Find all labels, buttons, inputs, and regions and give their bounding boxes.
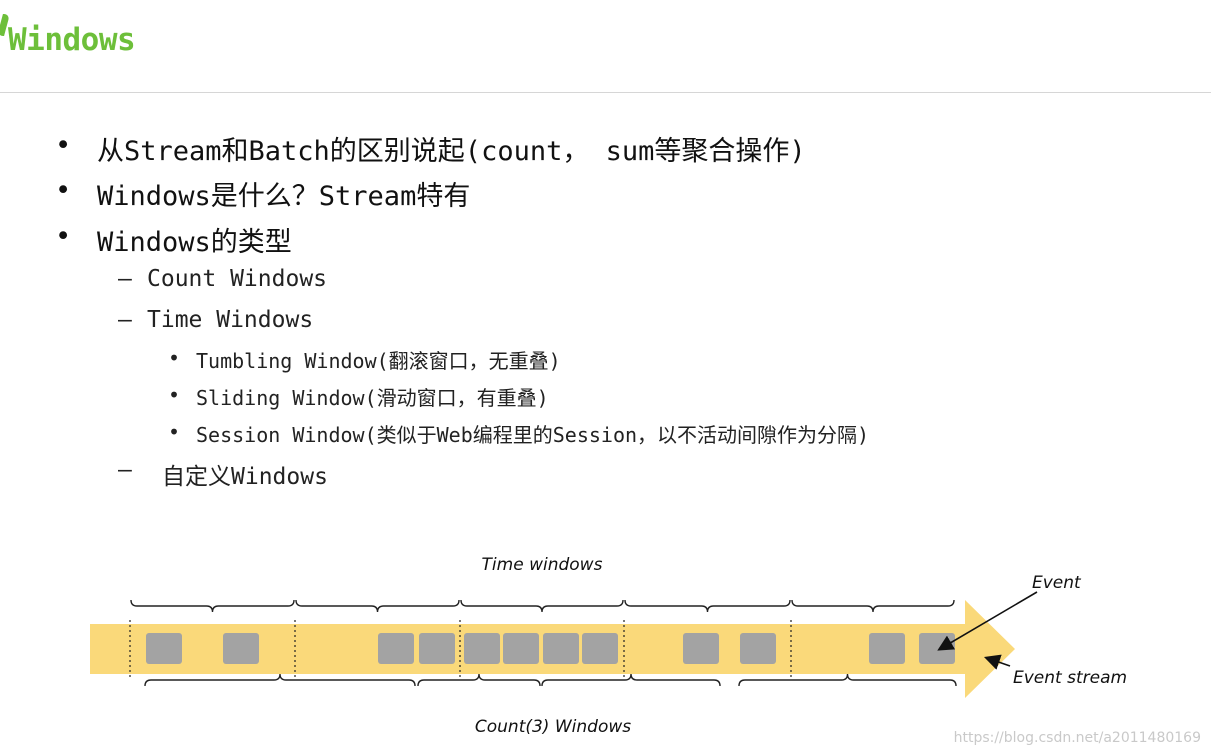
event-block: [740, 633, 776, 664]
bullet-marker: •: [55, 175, 72, 206]
time-window-braces: [130, 599, 955, 613]
item-tumbling-window: Tumbling Window(翻滚窗口，无重叠): [196, 349, 561, 373]
count-windows-label: Count(3) Windows: [475, 717, 631, 737]
count-window-brace: [541, 673, 721, 687]
item-time-windows: Time Windows: [147, 307, 314, 333]
event-block: [503, 633, 539, 664]
event-block: [582, 633, 618, 664]
count-window-brace: [144, 673, 416, 687]
event-block: [869, 633, 905, 664]
event-block: [919, 633, 955, 664]
event-pointer-arrow: [937, 591, 1038, 651]
time-window-brace: [460, 599, 624, 613]
item-sliding-window: Sliding Window(滑动窗口，有重叠): [196, 386, 549, 410]
event-block: [146, 633, 182, 664]
time-windows-label: Time windows: [482, 555, 603, 575]
count-window-brace: [738, 673, 957, 687]
sub-sub-bullet-marker: •: [168, 346, 181, 370]
bullet-window-types: Windows的类型: [97, 227, 292, 258]
title-divider: [0, 92, 1211, 93]
event-label: Event: [1032, 573, 1082, 593]
time-window-brace: [624, 599, 791, 613]
event-block: [223, 633, 259, 664]
item-session-window: Session Window(类似于Web编程里的Session，以不活动间隙作…: [196, 423, 870, 447]
event-block: [543, 633, 579, 664]
time-window-brace: [130, 599, 295, 613]
sub-bullet-marker: –: [118, 457, 132, 483]
bullet-marker: •: [55, 221, 72, 252]
event-blocks: [146, 633, 955, 664]
watermark: https://blog.csdn.net/a2011480169: [953, 730, 1201, 746]
count-window-braces: [144, 673, 957, 687]
bullet-what-is-windows: Windows是什么？Stream特有: [97, 181, 471, 212]
count-window-brace: [417, 673, 541, 687]
time-window-brace: [791, 599, 955, 613]
event-block: [683, 633, 719, 664]
stream-pointer-arrow: [983, 654, 1011, 670]
bullet-marker: •: [55, 130, 72, 161]
item-count-windows: Count Windows: [147, 266, 328, 292]
sub-sub-bullet-marker: •: [168, 420, 181, 444]
sub-bullet-marker: –: [118, 266, 132, 292]
event-block: [419, 633, 455, 664]
event-block: [378, 633, 414, 664]
event-block: [464, 633, 500, 664]
slide-title: Windows: [8, 22, 136, 58]
sub-sub-bullet-marker: •: [168, 383, 181, 407]
time-window-brace: [295, 599, 460, 613]
event-stream-label: Event stream: [1013, 668, 1127, 688]
sub-bullet-marker: –: [118, 307, 132, 333]
item-custom-windows: 自定义Windows: [162, 464, 328, 490]
bullet-stream-vs-batch: 从Stream和Batch的区别说起(count， sum等聚合操作): [97, 136, 806, 167]
windows-diagram: Time windows Count(3) Windows Event Even…: [90, 555, 1127, 737]
